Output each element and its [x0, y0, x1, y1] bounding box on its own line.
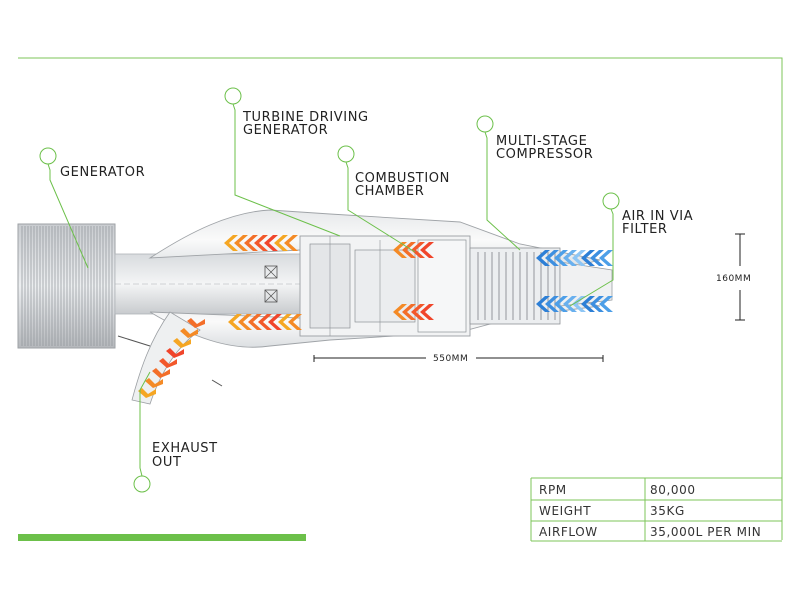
hot-flow-chevron [284, 235, 298, 251]
label-compressor-2: COMPRESSOR [496, 147, 593, 162]
hot-flow-chevron [420, 304, 434, 320]
hot-flow-chevron [268, 314, 282, 330]
hot-flow-chevron [166, 348, 184, 358]
hot-flow-chevron [402, 304, 416, 320]
hot-flow-chevron [420, 242, 434, 258]
spec-value: 35,000L PER MIN [650, 525, 761, 539]
hot-flow-chevron [224, 235, 238, 251]
spec-table [530, 477, 782, 542]
callout-marker [476, 115, 494, 133]
callout-generator [39, 147, 89, 269]
label-air-1: AIR IN VIA [622, 209, 693, 224]
callout-air [569, 192, 620, 307]
cool-flow-chevron [563, 296, 577, 312]
hot-flow-chevron [264, 235, 278, 251]
label-air-2: FILTER [622, 222, 668, 237]
cool-flow-chevron [554, 296, 568, 312]
hot-flow-chevron [244, 235, 258, 251]
label-compressor-1: MULTI-STAGE [496, 134, 587, 149]
hot-flow-chevron [393, 304, 407, 320]
callout-marker [337, 145, 355, 163]
hot-flow-chevron [248, 314, 262, 330]
hot-flow-chevron [393, 242, 407, 258]
label-exhaust-1: EXHAUST [152, 441, 218, 456]
cool-flow-chevron [590, 296, 604, 312]
label-combustion-2: CHAMBER [355, 184, 424, 199]
hot-flow-chevron [234, 235, 248, 251]
dimension-height-label: 160MM [716, 274, 751, 284]
hot-flow-chevron [145, 378, 163, 388]
spec-value: 80,000 [650, 483, 696, 497]
hot-flow-chevron [411, 242, 425, 258]
accent-bar [18, 534, 306, 541]
callout-marker [133, 475, 151, 493]
callout-exhaust [133, 371, 151, 493]
cool-flow-chevron [554, 250, 568, 266]
cool-flow-chevron [572, 250, 586, 266]
hot-flow-chevron [238, 314, 252, 330]
hot-flow-chevron [228, 314, 242, 330]
hot-flow-chevron [274, 235, 288, 251]
spec-name: AIRFLOW [539, 525, 598, 539]
label-turbine-2: GENERATOR [243, 123, 328, 138]
callout-turbine [224, 87, 341, 237]
hot-flow-chevron [254, 235, 268, 251]
intake-nose [559, 261, 613, 307]
dimension-length [313, 355, 604, 362]
cool-flow-chevron [581, 250, 595, 266]
hot-flow-chevron [278, 314, 292, 330]
engine-illustration [17, 209, 613, 405]
cool-flow-chevron [536, 296, 550, 312]
hot-flow-chevron [152, 368, 170, 378]
callout-compressor [476, 115, 521, 251]
cool-flow-chevron [599, 250, 613, 266]
cool-flow-chevron [572, 296, 586, 312]
label-exhaust-2: OUT [152, 455, 182, 470]
generator-drum [17, 223, 116, 349]
callout-marker [602, 192, 620, 210]
cool-flow-chevron [590, 250, 604, 266]
callout-marker [224, 87, 242, 105]
cool-flow-chevron [599, 296, 613, 312]
hot-flow-chevron [180, 328, 198, 338]
hot-flow-chevron [159, 358, 177, 368]
cool-flow-chevron [581, 296, 595, 312]
frame [18, 57, 783, 541]
label-turbine-1: TURBINE DRIVING [242, 110, 369, 125]
hot-flow-chevron [138, 388, 156, 398]
cool-flow-chevron [545, 296, 559, 312]
hot-flow-chevron [187, 318, 205, 328]
spec-value: 35KG [650, 504, 685, 518]
label-combustion-1: COMBUSTION [355, 171, 450, 186]
hot-flow-chevron [402, 242, 416, 258]
hot-gas-flow [138, 235, 434, 398]
label-generator: GENERATOR [60, 165, 145, 180]
dimension-length-label: 550MM [433, 354, 468, 364]
spec-name: WEIGHT [539, 504, 591, 518]
compressor-stages [469, 247, 561, 325]
dimension-height [735, 233, 745, 321]
cool-flow-chevron [545, 250, 559, 266]
hot-flow-chevron [411, 304, 425, 320]
hot-flow-chevron [173, 338, 191, 348]
callout-combustion [337, 145, 416, 253]
cool-air-flow [536, 250, 613, 312]
cool-flow-chevron [563, 250, 577, 266]
cool-flow-chevron [536, 250, 550, 266]
spec-name: RPM [539, 483, 567, 497]
hot-flow-chevron [258, 314, 272, 330]
hot-flow-chevron [288, 314, 302, 330]
callout-marker [39, 147, 57, 165]
